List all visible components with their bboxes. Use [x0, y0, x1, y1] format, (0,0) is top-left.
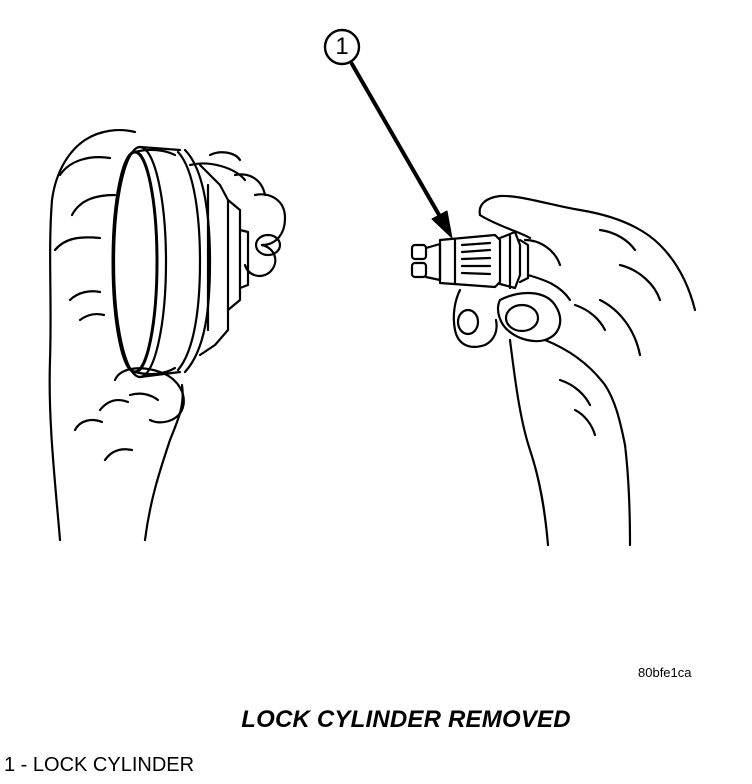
callout-number: 1 [335, 33, 349, 60]
right-hand-with-cylinder [410, 194, 697, 547]
legend-item: 1 - LOCK CYLINDER [4, 754, 195, 776]
lock-cylinder [410, 230, 530, 290]
figure-title: LOCK CYLINDER REMOVED [241, 706, 571, 733]
left-hand-with-housing [48, 129, 287, 542]
callout-1 [323, 28, 453, 239]
figure-code: 80bfe1ca [638, 665, 692, 680]
